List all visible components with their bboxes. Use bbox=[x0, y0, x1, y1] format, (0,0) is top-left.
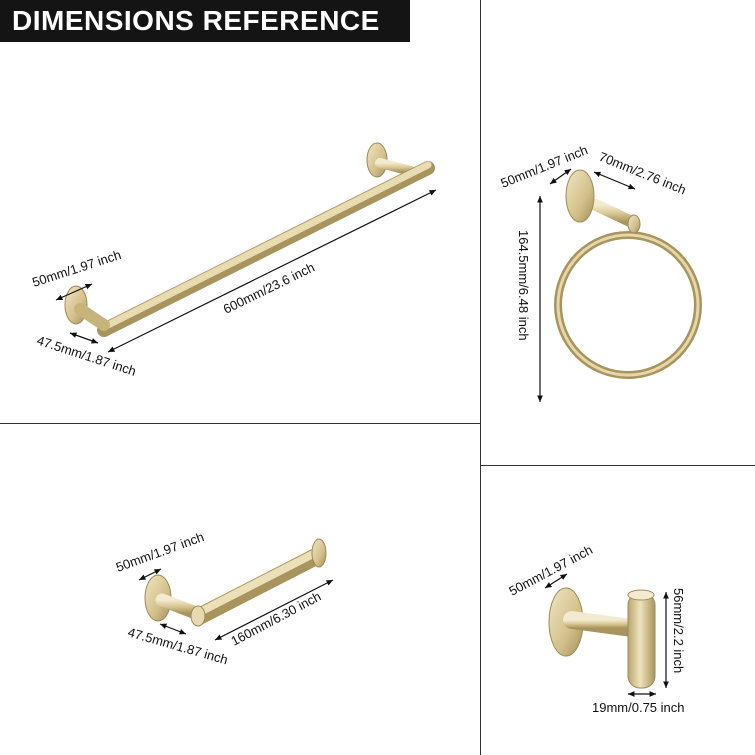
paper-holder-length-arrow bbox=[214, 579, 334, 641]
towel-ring-mount-arrow bbox=[549, 168, 572, 185]
towel-ring-projection-arrow bbox=[593, 171, 636, 190]
divider-horizontal-left bbox=[0, 423, 481, 424]
towel-bar-mount-label: 50mm/1.97 inch bbox=[30, 247, 123, 290]
towel-bar-mount-arrow bbox=[55, 283, 93, 301]
paper-holder-mount-arrow bbox=[138, 568, 162, 581]
robe-hook-post bbox=[627, 592, 656, 689]
page-title: DIMENSIONS REFERENCE bbox=[12, 5, 380, 36]
divider-vertical-bottom bbox=[480, 465, 481, 755]
robe-hook-height-label: 56mm/2.2 inch bbox=[671, 588, 686, 673]
paper-holder-mount-label: 50mm/1.97 inch bbox=[114, 529, 206, 575]
towel-ring-product bbox=[554, 169, 702, 379]
robe-hook-mount-arrow bbox=[544, 573, 568, 589]
towel-ring-mount bbox=[565, 169, 595, 223]
robe-hook-product bbox=[548, 587, 656, 689]
towel-ring-height-label: 164.5mm/6.48 inch bbox=[516, 230, 531, 341]
towel-bar-length-arrow bbox=[107, 189, 437, 353]
robe-hook-mount-label: 50mm/1.97 inch bbox=[506, 542, 595, 599]
towel-ring-projection-label: 70mm/2.76 inch bbox=[597, 149, 688, 198]
divider-vertical-top bbox=[480, 0, 481, 465]
title-bar: DIMENSIONS REFERENCE bbox=[0, 0, 410, 42]
robe-hook-width-label: 19mm/0.75 inch bbox=[592, 700, 685, 715]
divider-horizontal-right bbox=[480, 465, 755, 466]
towel-bar-projection-arrow bbox=[69, 332, 99, 344]
paper-holder-projection-arrow bbox=[159, 623, 187, 635]
